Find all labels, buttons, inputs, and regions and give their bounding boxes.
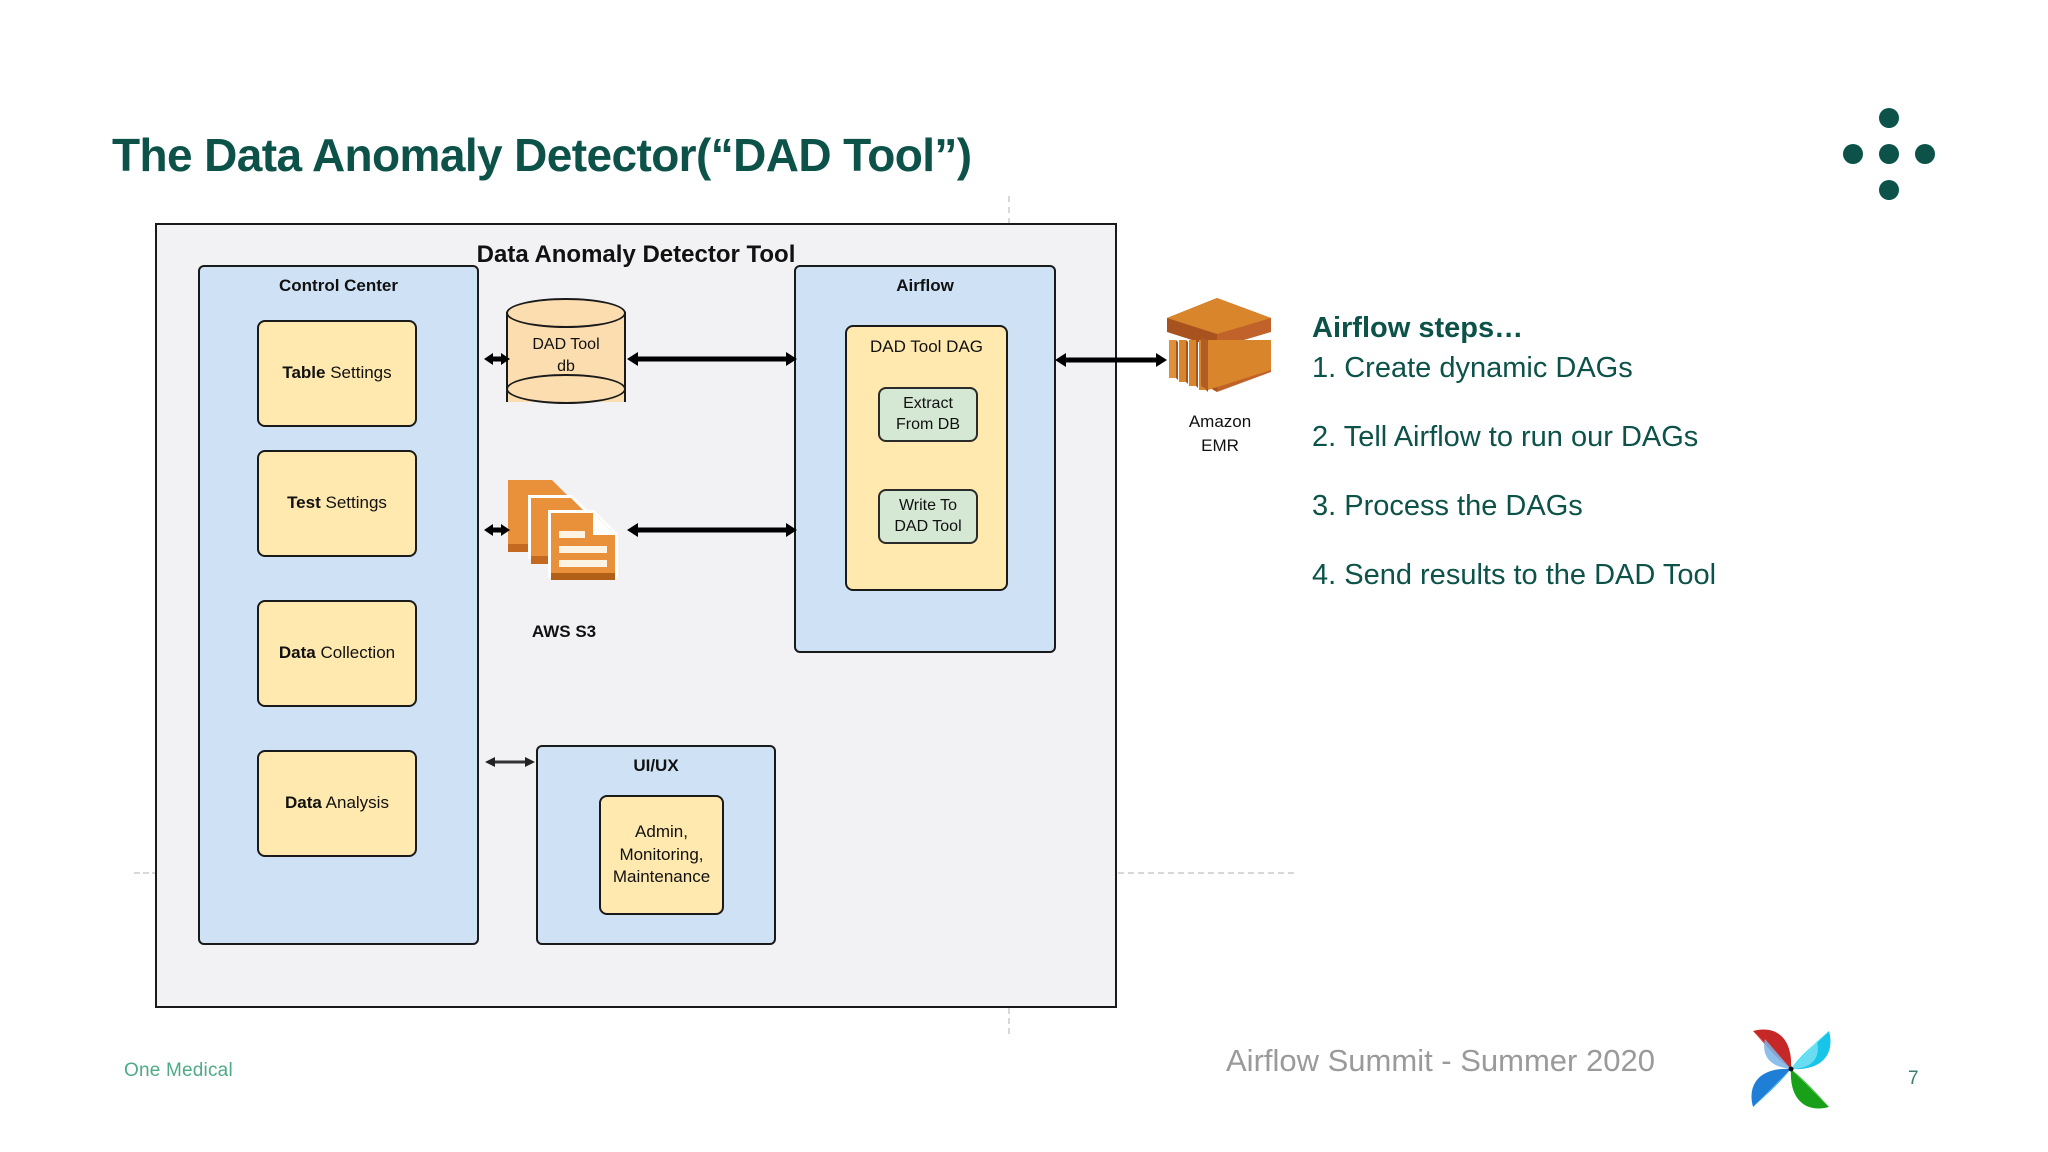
arrow-control-center-to-db [484,353,510,365]
task-write-to-dad-tool: Write To DAD Tool [878,489,978,544]
node-data-collection: Data Collection [257,600,417,707]
airflow-step-1: 1. Create dynamic DAGs [1312,351,1633,384]
node-dad-tool-dag-title: DAD Tool DAG [869,337,984,356]
dot-center-icon [1879,144,1899,164]
group-airflow-title: Airflow [896,276,954,295]
footer-event-title: Airflow Summit - Summer 2020 [1226,1043,1655,1078]
node-dad-tool-db-label: DAD Tool db [506,334,626,377]
cylinder-top-ellipse [506,298,626,328]
node-data-analysis-rest: Analysis [321,793,389,813]
node-data-analysis: Data Analysis [257,750,417,857]
node-data-collection-bold: Data [278,643,316,663]
node-data-analysis-bold: Data [285,793,322,813]
diagram-title: Data Anomaly Detector Tool [476,241,796,268]
airflow-step-4: 4. Send results to the DAD Tool [1312,559,1717,592]
footer-brand-one-medical: One Medical [124,1060,233,1081]
cylinder-bottom-ellipse [506,374,626,404]
group-uiux-title: UI/UX [633,756,679,775]
aws-s3-icon [506,478,622,582]
page-number: 7 [1908,1068,1919,1089]
task-extract-from-db-line2: From DB [896,415,960,433]
dot-top-icon [1879,108,1899,128]
node-dad-tool-dag: DAD Tool DAG Extract From DB Write To DA… [845,325,1008,591]
dot-right-icon [1915,144,1935,164]
page-title: The Data Anomaly Detector(“DAD Tool”) [112,129,972,181]
node-dad-tool-db: DAD Tool db [506,298,626,416]
task-write-to-dad-tool-line2: DAD Tool [894,517,962,535]
dot-left-icon [1843,144,1863,164]
node-test-settings-bold: Test [287,493,321,513]
airflow-step-2: 2. Tell Airflow to run our DAGs [1312,420,1699,453]
task-extract-from-db-line1: Extract [903,394,953,412]
node-admin-line1: Admin, [635,822,688,842]
arrow-data-analysis-to-uiux [485,757,535,767]
node-table-settings: Table Settings [257,320,417,427]
arrow-db-to-airflow [627,352,797,366]
node-table-settings-rest: Settings [325,363,392,383]
node-data-collection-rest: Collection [315,643,396,663]
guide-line-vertical [1008,196,1010,224]
node-test-settings: Test Settings [257,450,417,557]
airflow-steps-panel: Airflow steps… 1. Create dynamic DAGs 2.… [1312,310,1952,627]
arrow-airflow-to-emr [1055,353,1167,367]
node-admin-line3: Maintenance [612,867,711,887]
dot-bottom-icon [1879,180,1899,200]
group-airflow: Airflow DAD Tool DAG Extract From DB Wri… [794,265,1056,653]
emr-label-line2: EMR [1201,435,1239,455]
db-label-line1: DAD Tool [532,336,600,353]
aws-s3-label: AWS S3 [531,622,597,641]
airflow-step-3: 3. Process the DAGs [1312,490,1583,523]
task-extract-from-db: Extract From DB [878,387,978,442]
guide-line-horizontal [134,872,158,874]
dots-decoration-icon [1843,108,1935,200]
db-label-line2: db [557,357,575,375]
emr-label-line1: Amazon [1188,412,1252,431]
group-control-center-title: Control Center [279,276,398,295]
guide-line-vertical [1008,1008,1010,1034]
node-admin-line2: Monitoring, [619,844,704,864]
diagram-container: Data Anomaly Detector Tool Control Cente… [155,223,1117,1008]
arrow-s3-to-airflow [627,523,797,537]
node-test-settings-rest: Settings [320,493,387,513]
airflow-pinwheel-logo-icon [1745,1023,1837,1115]
group-uiux: UI/UX Admin, Monitoring, Maintenance [536,745,776,945]
amazon-emr-label: Amazon EMR [1145,410,1295,458]
group-control-center: Control Center Table Settings Test Setti… [198,265,479,945]
airflow-steps-heading: Airflow steps… [1312,312,1524,344]
node-admin-monitoring-maintenance: Admin, Monitoring, Maintenance [599,795,724,915]
amazon-emr-icon [1165,296,1273,396]
node-table-settings-bold: Table [282,363,326,383]
task-write-to-dad-tool-line1: Write To [898,496,958,514]
guide-line-horizontal [1118,872,1294,874]
arrow-control-center-to-s3 [484,524,510,536]
